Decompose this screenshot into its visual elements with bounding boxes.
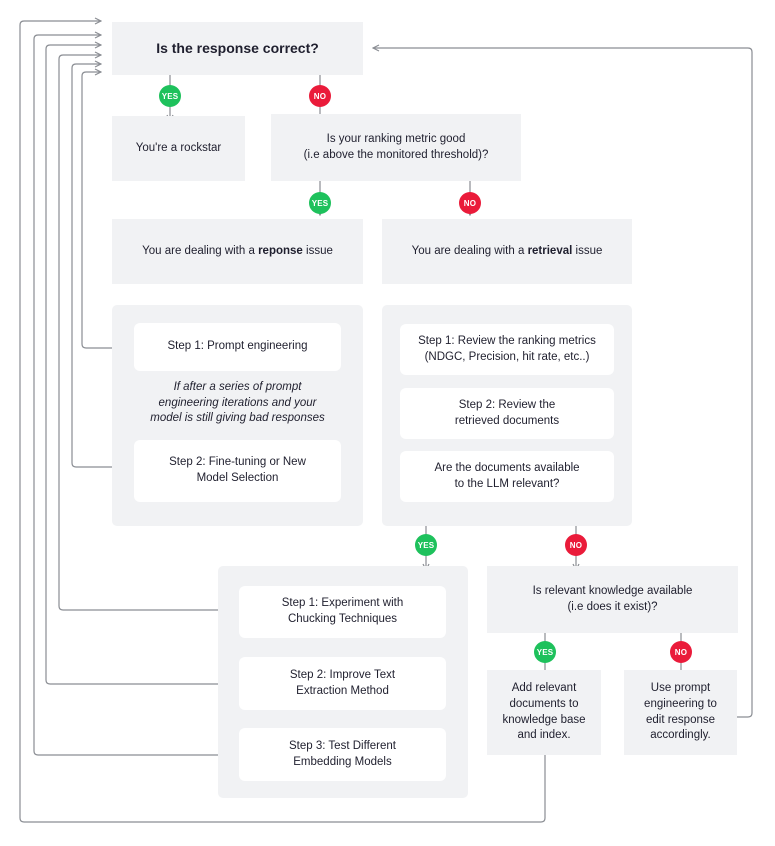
retrieval-issue-box: You are dealing with a retrieval issue [382, 219, 632, 284]
chunk-step-3-card: Step 3: Test Different Embedding Models [239, 728, 446, 781]
add-docs-line-4: and index. [517, 729, 571, 742]
add-docs-line-2: documents to [509, 697, 579, 710]
loop-chunking [58, 55, 239, 611]
add-docs-line-1: Add relevant [511, 682, 577, 695]
chunk-step-3-line-1: Step 3: Test Different [289, 739, 396, 752]
chunk-step-1-card: Step 1: Experiment with Chucking Techniq… [239, 586, 446, 638]
response-issue-bold: reponse [258, 244, 303, 257]
rockstar-text: You're a rockstar [135, 141, 222, 154]
prompt-edit-box: Use prompt engineering to edit response … [624, 670, 737, 755]
chunk-step-2-card: Step 2: Improve Text Extraction Method [239, 657, 446, 710]
no-badge-relevant: NO [565, 534, 587, 556]
knowledge-line-1: Is relevant knowledge available [532, 584, 693, 597]
loop-add-docs [19, 21, 546, 823]
response-issue-suffix: issue [302, 244, 333, 257]
ranking-line-1: Is your ranking metric good [326, 132, 466, 145]
retrieval-step-2-line-2: retrieved documents [454, 414, 560, 427]
note-line-3: model is still giving bad responses [150, 412, 325, 425]
response-issue-box: You are dealing with a reponse issue [112, 219, 363, 284]
chunk-step-1-line-2: Chucking Techniques [287, 613, 398, 625]
retrieval-issue-bold: retrieval [527, 244, 573, 257]
chunk-step-2-line-1: Step 2: Improve Text [289, 668, 396, 681]
chunk-step-1-line-1: Step 1: Experiment with [281, 597, 404, 610]
retrieval-issue-suffix: issue [572, 244, 603, 257]
retrieval-step-1-line-2: (NDGC, Precision, hit rate, etc..) [424, 350, 590, 363]
yes-badge-root: YES [159, 85, 181, 107]
response-step-1: Step 1: Prompt engineering [167, 340, 308, 353]
no-badge-ranking: NO [459, 192, 481, 214]
add-documents-box: Add relevant documents to knowledge base… [487, 670, 601, 755]
yes-badge-relevant: YES [415, 534, 437, 556]
loop-fine-tuning [71, 64, 134, 468]
prompt-edit-line-3: edit response [645, 713, 716, 726]
ranking-question-box: Is your ranking metric good (i.e above t… [271, 114, 521, 181]
root-question: Is the response correct? [156, 40, 319, 57]
response-note: If after a series of prompt engineering … [122, 380, 353, 427]
relevance-question-card: Are the documents available to the LLM r… [400, 451, 614, 502]
retrieval-step-1-line-1: Step 1: Review the ranking metrics [418, 334, 596, 347]
retrieval-issue-text: You are dealing with a retrieval issue [412, 244, 603, 260]
no-badge-knowledge: NO [670, 641, 692, 663]
ranking-line-2: (i.e above the monitored threshold)? [303, 148, 489, 161]
knowledge-question-box: Is relevant knowledge available (i.e doe… [487, 566, 738, 633]
loop-prompt-engineering [81, 72, 134, 349]
response-issue-prefix: You are dealing with a [142, 244, 259, 257]
retrieval-step-2-line-1: Step 2: Review the [458, 398, 556, 411]
chunk-step-2-line-2: Extraction Method [296, 684, 389, 697]
note-line-2: engineering iterations and your [158, 396, 317, 409]
rockstar-box: You're a rockstar [112, 116, 245, 181]
yes-badge-knowledge: YES [534, 641, 556, 663]
add-docs-line-3: knowledge base [502, 713, 586, 726]
loop-prompt-edit [373, 48, 753, 718]
response-step-2-line-1: Step 2: Fine-tuning or New [169, 456, 306, 469]
root-question-box: Is the response correct? [112, 22, 363, 75]
yes-badge-ranking: YES [309, 192, 331, 214]
response-step-1-card: Step 1: Prompt engineering [134, 323, 341, 371]
no-badge-root: NO [309, 85, 331, 107]
note-line-1: If after a series of prompt [173, 381, 302, 393]
prompt-edit-line-1: Use prompt [650, 682, 711, 695]
response-step-2-card: Step 2: Fine-tuning or New Model Selecti… [134, 440, 341, 502]
knowledge-line-2: (i.e does it exist)? [567, 600, 658, 613]
prompt-edit-line-2: engineering to [644, 697, 717, 710]
loop-embedding [33, 35, 239, 756]
response-step-2-line-2: Model Selection [196, 472, 279, 484]
relevance-line-1: Are the documents available [434, 461, 580, 474]
retrieval-step-1-card: Step 1: Review the ranking metrics (NDGC… [400, 324, 614, 375]
retrieval-step-2-card: Step 2: Review the retrieved documents [400, 388, 614, 439]
retrieval-issue-prefix: You are dealing with a [411, 244, 528, 257]
loop-extraction [45, 45, 239, 685]
chunk-step-3-line-2: Embedding Models [293, 755, 392, 768]
prompt-edit-line-4: accordingly. [650, 729, 711, 742]
relevance-line-2: to the LLM relevant? [454, 477, 560, 490]
response-issue-text: You are dealing with a reponse issue [142, 244, 333, 260]
